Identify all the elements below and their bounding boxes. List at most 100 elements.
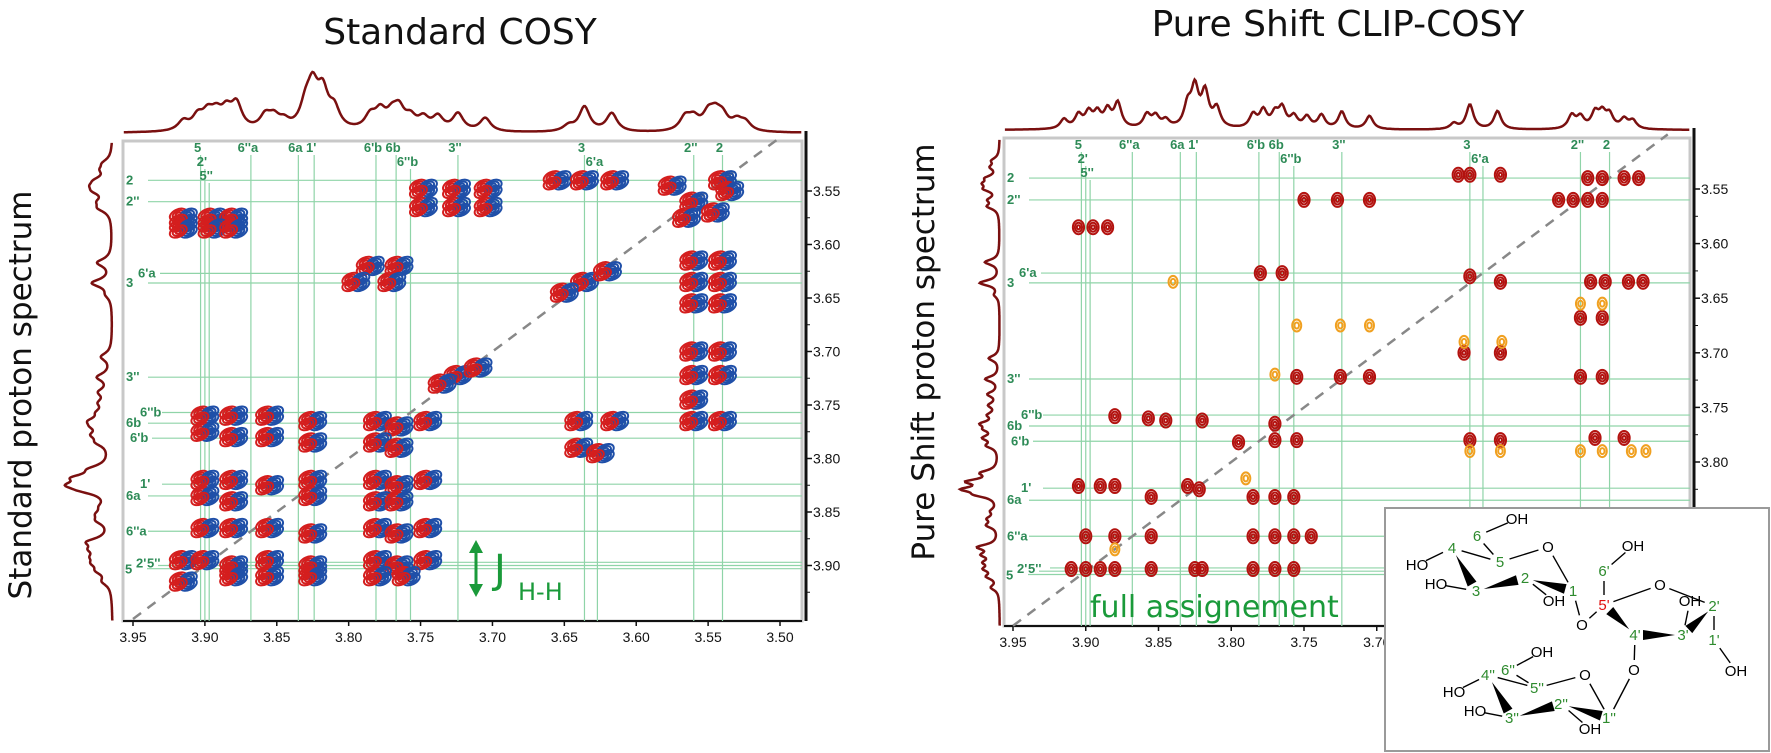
contour	[1279, 270, 1285, 277]
contour	[1467, 171, 1473, 178]
top-1d-spectrum	[123, 70, 802, 134]
negative-contour	[368, 559, 377, 567]
negative-contour	[444, 204, 459, 216]
negative-contour	[569, 420, 578, 428]
y-label-standard: Standard proton spectrum	[3, 191, 39, 600]
negative-contour	[473, 184, 493, 200]
negative-contour	[221, 477, 236, 489]
negative-contour	[710, 418, 725, 430]
negative-contour	[684, 420, 693, 428]
cross-peak	[255, 517, 285, 539]
contour	[1595, 170, 1609, 187]
assignment-column-label: 6b	[386, 140, 401, 155]
cross-peak	[1287, 528, 1301, 545]
bond	[1552, 555, 1569, 583]
negative-contour	[713, 374, 722, 382]
negative-contour	[679, 299, 699, 314]
contour	[1366, 321, 1373, 330]
negative-contour	[442, 202, 461, 218]
contour	[1093, 561, 1107, 578]
cross-peak	[679, 250, 709, 271]
cross-peak	[384, 491, 414, 512]
negative-contour	[168, 555, 188, 571]
atom-label: HO	[1425, 576, 1448, 593]
negative-contour	[219, 432, 239, 448]
cross-peak	[1584, 273, 1598, 290]
negative-contour	[569, 447, 578, 455]
negative-contour	[219, 475, 239, 491]
contour	[1111, 545, 1119, 554]
atom-label: 3''	[1505, 710, 1519, 727]
negative-contour	[171, 557, 185, 569]
atom-label: 4'	[1629, 627, 1640, 644]
contour	[1090, 224, 1096, 231]
contour	[1291, 566, 1297, 573]
y-tick-label: 3.60	[813, 237, 840, 253]
bond	[1516, 674, 1529, 684]
contour	[1599, 299, 1606, 308]
contour	[1306, 530, 1316, 542]
negative-contour	[414, 188, 423, 196]
contour	[1196, 486, 1202, 493]
contour	[1458, 334, 1470, 349]
negative-contour	[605, 180, 614, 187]
negative-contour	[663, 185, 672, 192]
cross-peak	[1071, 219, 1086, 236]
negative-contour	[298, 572, 318, 587]
contour	[1467, 437, 1473, 444]
side-1d-spectrum	[63, 142, 114, 621]
contour	[1574, 444, 1586, 459]
negative-contour	[362, 572, 382, 587]
bond	[1497, 676, 1528, 687]
cross-peak	[679, 341, 709, 362]
cross-peak	[362, 566, 392, 587]
negative-contour	[362, 416, 382, 432]
assignment-column-label: 6a	[288, 140, 303, 155]
atom-label: OH	[1725, 663, 1748, 680]
negative-contour	[713, 351, 722, 358]
cross-peak	[219, 469, 249, 491]
cross-peak	[1333, 368, 1347, 385]
minor-cross-peak	[1596, 296, 1608, 311]
assignment-row-label: 5	[1006, 567, 1013, 582]
cross-peak	[1268, 561, 1282, 578]
negative-contour	[387, 263, 401, 275]
negative-contour	[221, 226, 236, 237]
contour	[1362, 368, 1377, 385]
cross-peak	[679, 410, 709, 432]
x-tick-label: 3.90	[191, 629, 218, 645]
contour	[1110, 530, 1120, 542]
contour	[1640, 444, 1652, 459]
contour	[1159, 412, 1173, 429]
contour	[1287, 528, 1301, 545]
assignment-row-label: 1'	[1021, 480, 1031, 495]
contour	[1595, 309, 1609, 326]
negative-contour	[476, 186, 490, 198]
contour	[1294, 437, 1300, 444]
cross-peak	[679, 364, 709, 386]
cross-peak	[1246, 528, 1260, 545]
contour	[1461, 349, 1467, 356]
contour	[1079, 528, 1093, 545]
cross-peak	[1621, 273, 1636, 290]
contour	[1081, 530, 1091, 542]
assignment-row-label: 6'b	[130, 430, 148, 445]
negative-contour	[708, 416, 727, 432]
bond	[1462, 678, 1480, 689]
arrow-up-icon	[469, 540, 483, 553]
atom-label: 1'	[1708, 632, 1719, 649]
contour	[1109, 542, 1121, 557]
negative-contour	[469, 367, 477, 374]
contour	[1110, 480, 1120, 492]
negative-contour	[260, 436, 269, 444]
x-tick-label: 3.85	[263, 629, 290, 645]
cross-peak	[715, 180, 745, 202]
x-tick-label: 3.75	[407, 629, 434, 645]
contour	[1465, 270, 1475, 282]
contour	[1463, 268, 1477, 285]
negative-contour	[221, 434, 236, 446]
cross-peak	[1246, 488, 1260, 505]
contour	[1268, 528, 1282, 545]
negative-contour	[552, 290, 567, 301]
contour	[1071, 478, 1086, 495]
